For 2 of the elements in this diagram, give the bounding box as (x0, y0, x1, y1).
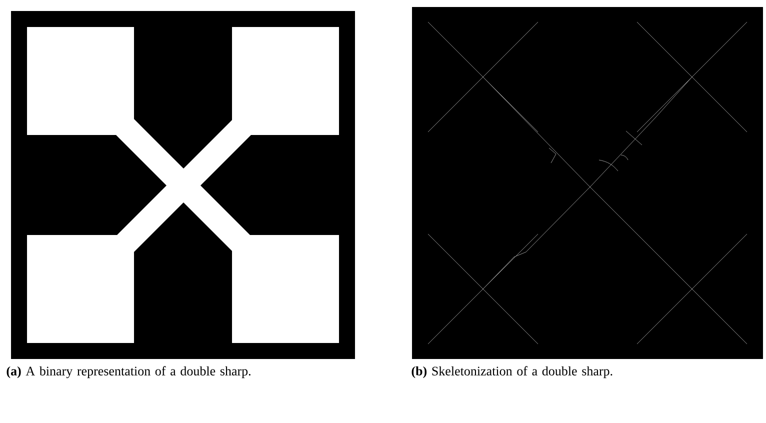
caption: (a) A binary representation of a double sharp. (6, 366, 250, 378)
caption: (b) Skeletonization of a double sharp. (412, 366, 612, 378)
